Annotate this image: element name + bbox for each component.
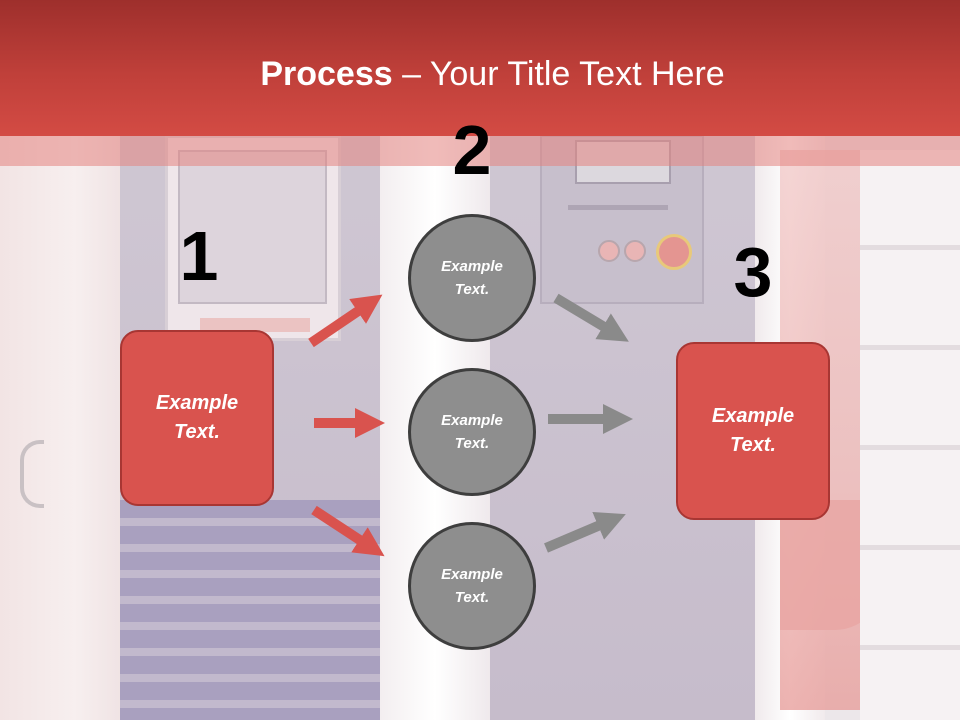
bg-cabinet-vents	[120, 500, 390, 720]
bg-knob	[624, 240, 646, 262]
title-banner	[0, 0, 960, 136]
slide-title-bold: Process	[260, 55, 393, 93]
circle-line2: Text.	[454, 435, 490, 452]
arrow-to-circle-1	[308, 294, 383, 348]
arrow-to-circle-3	[311, 505, 385, 557]
end-box-line1: Example	[711, 405, 795, 427]
bg-knob	[656, 234, 692, 270]
bg-door-label	[200, 318, 310, 332]
slide-title-rest: – Your Title Text Here	[392, 55, 725, 93]
step-number-2: 2	[452, 111, 492, 189]
circle-line2: Text.	[454, 589, 490, 606]
end-box-line2: Text.	[730, 434, 776, 456]
title-band	[0, 136, 960, 166]
start-box-line2: Text.	[174, 421, 220, 443]
circle-line1: Example	[441, 566, 503, 583]
step-number-1: 1	[179, 217, 219, 295]
circle-line1: Example	[441, 258, 503, 275]
circle-line2: Text.	[454, 281, 490, 298]
bg-brochure-rack	[860, 150, 960, 720]
circle-line1: Example	[441, 412, 503, 429]
bg-control-text	[568, 205, 668, 210]
start-box-line1: Example	[155, 392, 239, 414]
step-number-3: 3	[733, 233, 773, 311]
bg-handle	[20, 440, 44, 508]
arrow-from-circle-3	[544, 512, 626, 553]
slide-title[interactable]: Process – Your Title Text Here	[0, 54, 960, 94]
arrow-from-circle-1	[553, 293, 629, 342]
bg-knob	[598, 240, 620, 262]
